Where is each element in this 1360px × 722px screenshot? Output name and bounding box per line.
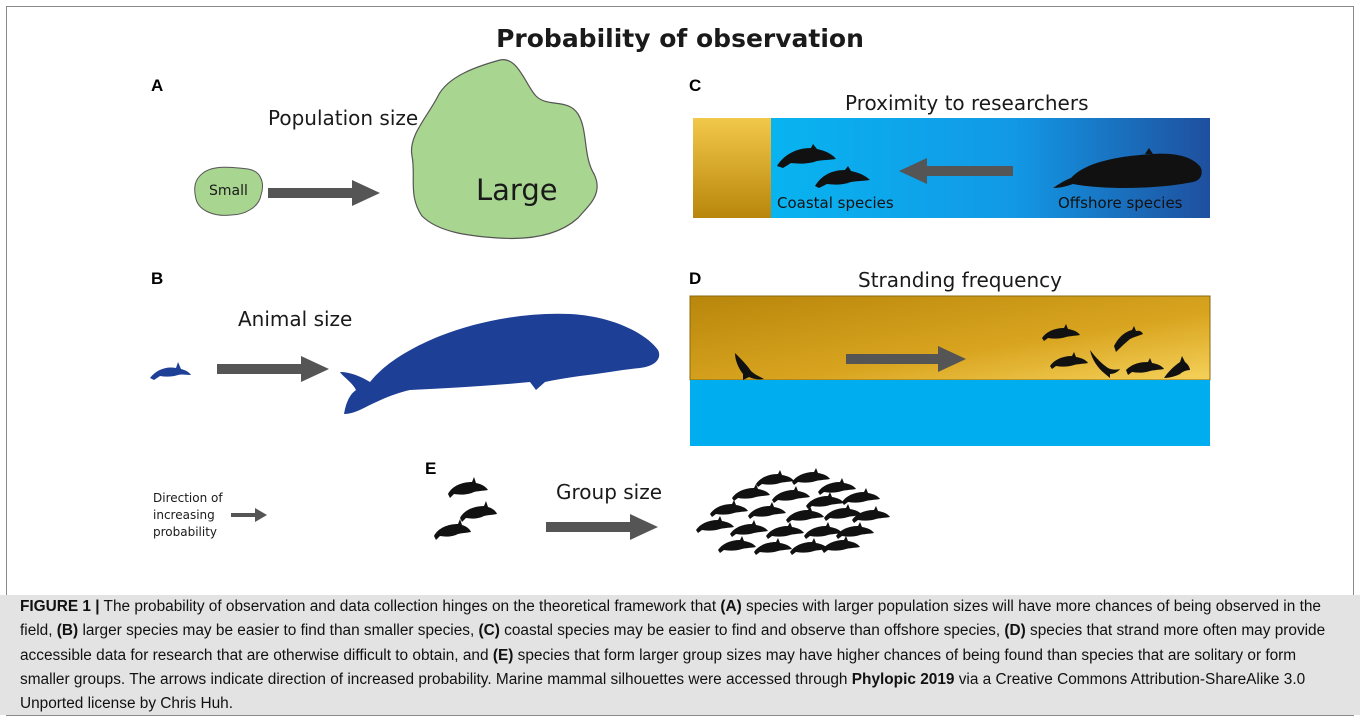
coastal-species-label: Coastal species [777,194,894,212]
legend-arrow [231,508,267,522]
caption-text-5: species that strand more often may provi… [20,622,1326,664]
legend-line-2: increasing [153,508,215,522]
panel-letter-b: B [151,269,164,288]
panel-letter-c: C [689,76,702,95]
large-pod-dolphins-icon [696,468,890,555]
caption-text-6: species that form larger group sizes may… [20,646,1297,688]
caption-text-4: coastal species may be easier to find an… [499,622,1005,640]
arrow-b [217,356,329,382]
panel-letter-d: D [689,269,702,288]
figure-caption: FIGURE 1 | The probability of observatio… [20,595,1340,716]
caption-ref-e: (E) [492,646,514,664]
coastal-dolphin-1-icon [777,144,836,168]
caption-ref-c: (C) [478,622,500,640]
arrow-c [899,158,1013,184]
caption-text-1: The probability of observation and data … [99,598,721,615]
caption-text-2: species with larger population sizes wil… [20,598,1321,640]
figure-caption-box: FIGURE 1 | The probability of observatio… [0,595,1360,715]
arrow-e [546,514,658,540]
caption-ref-d: (D) [1004,622,1026,640]
figure-frame [6,6,1354,716]
offshore-whale-icon [1053,148,1202,188]
large-population-blob [410,59,598,240]
large-label: Large [476,173,558,207]
panel-c-label: Proximity to researchers [845,91,1089,115]
offshore-species-label: Offshore species [1058,194,1183,212]
caption-text-7: via a Creative Commons Attribution-Share… [20,670,1306,713]
arrow-d [846,346,966,372]
panel-e-label: Group size [556,480,663,504]
blue-whale-icon [340,313,660,414]
coastal-dolphin-2-icon [815,166,870,188]
caption-source-link[interactable]: Phylopic 2019 [851,670,955,688]
panel-letter-a: A [151,76,164,95]
stranded-dolphin-single-icon [735,353,764,380]
panel-d-label: Stranding frequency [858,268,1062,292]
legend-line-3: probability [153,525,218,539]
legend-line-1: Direction of [153,491,223,505]
small-population-blob [194,166,263,216]
figure-title: Probability of observation [496,24,864,53]
caption-ref-b: (B) [56,622,79,640]
caption-figure-label: FIGURE 1 | [20,598,100,615]
panel-letter-e: E [425,459,437,478]
panel-a-label: Population size [268,106,419,130]
caption-ref-a: (A) [720,598,742,615]
small-group-dolphins-icon [434,477,497,540]
small-label: Small [209,183,248,199]
arrow-a [268,180,380,206]
panel-b-label: Animal size [238,307,353,331]
small-dolphin-icon [150,362,191,380]
stranded-dolphins-group-icon [1042,324,1190,378]
caption-text-3: larger species may be easier to find tha… [78,622,479,640]
